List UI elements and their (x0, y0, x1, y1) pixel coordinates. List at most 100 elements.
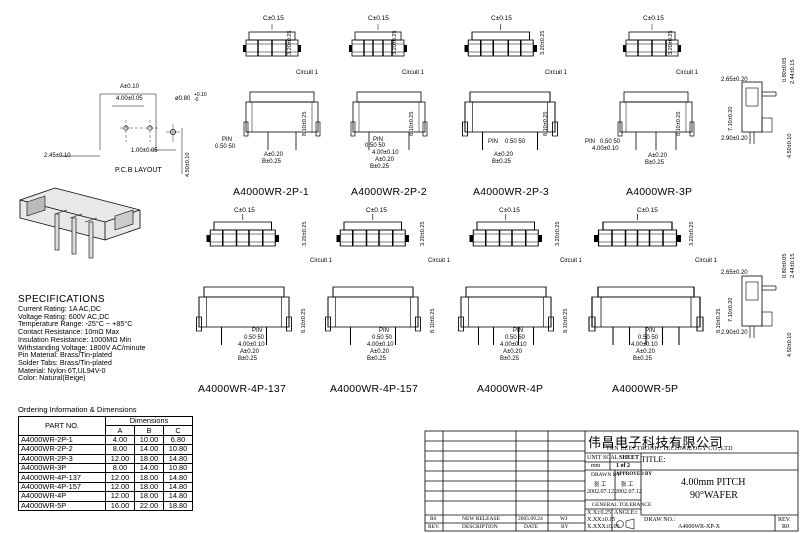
isometric-connector (19, 187, 141, 259)
ordering-block: Ordering Information & Dimensions PART N… (18, 405, 193, 511)
col-a: A (105, 425, 135, 436)
by-header: BY (561, 524, 569, 530)
dim-b-2p3: B±0.25 (492, 159, 511, 165)
dim-a-4p: A±0.20 (503, 349, 522, 355)
front-view-4p157 (325, 286, 421, 345)
part-label-4p157: A4000WR-4P-157 (330, 383, 419, 395)
cell-part: A4000WR-5P (18, 500, 106, 511)
circuit-4p: Circuit 1 (560, 258, 583, 264)
circuit-2p2: Circuit 1 (402, 70, 425, 76)
col-b: B (134, 425, 164, 436)
cell-b: 10.00 (134, 434, 164, 446)
drawn-by-name: 张 工 (594, 482, 607, 488)
side-s3-3p: 0.80±0.05 (782, 57, 788, 82)
cell-c: 14.80 (163, 472, 193, 483)
sheet-value: 1 of 2 (616, 463, 630, 469)
pin-3p: PIN (585, 139, 596, 145)
date-header: DATE (524, 524, 539, 530)
spec-line: Withstanding Voltage: 1800V AC/minute (18, 342, 146, 352)
pcb-dim-d2: 1.00±0.05 (131, 148, 158, 154)
rev-row-by: WJ (560, 516, 568, 522)
draw-no-value: A4000WR-XP-X (678, 524, 720, 530)
side-s1-3p: 2.65±0.20 (721, 77, 748, 83)
side-s2-3p: 2.90±0.20 (721, 136, 748, 142)
cell-a: 4.00 (105, 434, 135, 446)
side-view-5p (741, 275, 777, 339)
pitch-5p: 4.00±0.10 (631, 342, 658, 348)
pin-dims-3p: 0.50 50 (600, 139, 621, 145)
dim-a-2p1: A±0.20 (264, 152, 283, 158)
dim-c-2p1: C±0.15 (263, 15, 284, 22)
pcb-layout-title: P.C.B LAYOUT (115, 167, 162, 174)
cell-part: A4000WR-4P (18, 491, 106, 502)
rev-label: REV. (778, 517, 791, 523)
pin-5p: PIN (645, 328, 656, 334)
pin-4p157: PIN (379, 328, 390, 334)
spec-line: Pin Material: Brass/Tin-plated (18, 350, 113, 360)
cell-c: 10.80 (163, 462, 193, 474)
spec-line: Temperature Range: -25°C ~ +85°C (18, 319, 133, 329)
cell-b: 18.00 (134, 453, 164, 464)
unit-label: UNIT (587, 455, 602, 461)
cell-part: A4000WR-3P (18, 462, 106, 474)
dim-h1-4p137: 3.20±0.25 (302, 221, 308, 246)
spec-line: Voltage Rating: 600V AC,DC (18, 311, 110, 321)
company-name-en: TRN ELECTRONIC TECHNOLOGY CO.,LTD (606, 446, 733, 452)
part-label-2p3: A4000WR-2P-3 (473, 186, 549, 198)
cell-part: A4000WR-2P-3 (18, 453, 106, 464)
dim-h1-5p: 3.20±0.25 (689, 221, 695, 246)
pin-2p3: PIN (488, 139, 499, 145)
cell-a: 16.00 (105, 500, 135, 511)
tolerance-2: X.XX±0.15 (587, 517, 616, 523)
top-view-2p1 (242, 23, 302, 57)
cell-b: 18.00 (134, 472, 164, 483)
pcb-dim-d3: 4.50±0.10 (185, 152, 191, 177)
side-s5-3p: 7.10±0.20 (728, 106, 734, 131)
pcb-layout-drawing (60, 93, 183, 174)
cell-part: A4000WR-4P-137 (18, 472, 106, 483)
pin-2p2: PIN (373, 137, 384, 143)
cell-part: A4000WR-2P-1 (18, 434, 106, 446)
col-c: C (163, 425, 193, 436)
general-tolerance-label: GENERAL TOLERANCE (592, 502, 652, 508)
dim-h2-2p2: 8.10±0.25 (409, 111, 415, 136)
dim-c-2p3: C±0.15 (491, 15, 512, 22)
dim-b-4p157: B±0.25 (367, 356, 386, 362)
circuit-5p: Circuit 1 (695, 258, 718, 264)
dim-c-4p157: C±0.15 (366, 207, 387, 214)
specifications-heading: SPECIFICATIONS (18, 294, 105, 305)
drawn-by-date: 2002.07.12 (587, 489, 614, 495)
dim-b-2p2: B±0.25 (370, 164, 389, 170)
pitch-2p2: 4.00±0.10 (372, 150, 399, 156)
sheet-label: SHEET (618, 455, 641, 461)
company-name-cn: 伟昌电子科技有限公司 (588, 436, 724, 451)
side-s4-3p: 2.44±0.15 (790, 59, 796, 84)
pitch-4p137: 4.00±0.10 (238, 342, 265, 348)
dim-b-5p: B±0.25 (633, 356, 652, 362)
cell-a: 12.00 (105, 472, 135, 483)
cell-a: 8.00 (105, 444, 135, 455)
dim-h1-2p1: 3.20±0.25 (287, 30, 293, 55)
side-s5-5p: 7.10±0.20 (728, 297, 734, 322)
dim-c-4p137: C±0.15 (234, 207, 255, 214)
side-view-3p (741, 81, 777, 145)
title-label: TITLE: (641, 455, 666, 464)
dim-h2-4p137: 8.10±0.25 (301, 308, 307, 333)
cell-c: 14.80 (163, 481, 193, 493)
pin-dims-2p3: 0.50 50 (505, 139, 526, 145)
side-s4-5p: 2.44±0.15 (790, 253, 796, 278)
side-s6-3p: 4.50±0.10 (787, 133, 793, 158)
dim-h2-4p: 8.10±0.25 (563, 308, 569, 333)
circuit-2p3: Circuit 1 (545, 70, 568, 76)
table-header-row: PART NO. Dimensions (18, 415, 193, 436)
dim-a-3p: A±0.20 (648, 153, 667, 159)
side-s3-5p: 0.80±0.05 (782, 253, 788, 278)
pin-4p: PIN (513, 328, 524, 334)
tolerance-1: X.X±0.25 (587, 510, 611, 516)
draw-no-label: DRAW NO.: (644, 517, 676, 523)
spec-line: Contact Resistance: 10mΩ Max (18, 327, 120, 337)
